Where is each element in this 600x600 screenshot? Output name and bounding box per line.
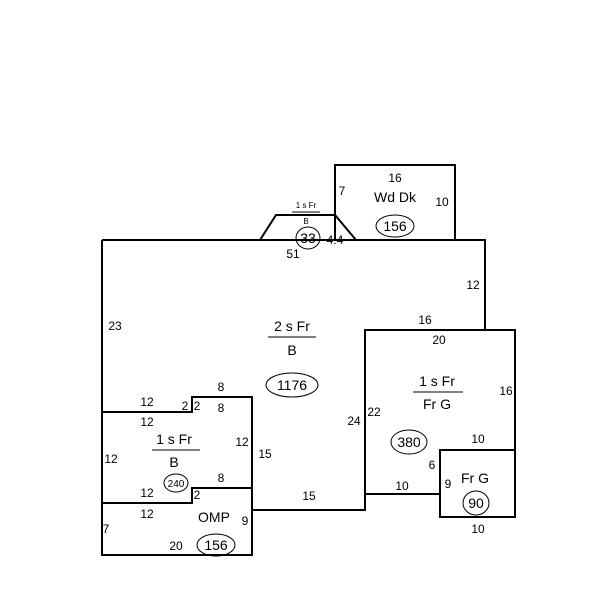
bay-label-bottom: B <box>303 217 308 226</box>
wing-label-bottom: B <box>169 454 178 470</box>
frame-garage-area-oval <box>462 490 490 516</box>
dim-wing-15: 15 <box>258 447 272 461</box>
garage-room-area: 380 <box>397 434 421 450</box>
dim-wing-12-left: 12 <box>104 452 118 466</box>
dim-wing-12-c: 12 <box>140 486 154 500</box>
dim-frg-10-bottom: 10 <box>471 522 485 536</box>
dim-step-8-a: 8 <box>218 380 225 394</box>
main-label-top: 2 s Fr <box>274 318 310 334</box>
wing-outline <box>102 396 253 510</box>
main-building-outline <box>101 239 516 556</box>
dim-mid-22: 22 <box>367 405 381 419</box>
dim-porch-9: 9 <box>242 514 249 528</box>
garage-room-area-oval <box>390 429 428 455</box>
dim-wing-2-b: 2 <box>194 399 201 413</box>
wood-deck-outline <box>334 164 456 240</box>
dim-mid-24: 24 <box>347 414 361 428</box>
frame-garage-outline <box>439 449 515 494</box>
porch-label: OMP <box>198 509 230 525</box>
bay-area: 33 <box>300 230 316 246</box>
dim-garage-16-right: 16 <box>499 384 513 398</box>
dim-wing-2-a: 2 <box>182 399 189 413</box>
wood-deck-label: Wd Dk <box>374 189 417 205</box>
main-label-bottom: B <box>287 342 296 358</box>
dim-wing-12-top: 12 <box>140 395 154 409</box>
porch-area: 156 <box>204 537 228 553</box>
dim-deck-left: 7 <box>339 184 346 198</box>
dim-wing-8-c: 8 <box>218 471 225 485</box>
dim-frg-9: 9 <box>445 477 452 491</box>
wing-label-top: 1 s Fr <box>156 431 192 447</box>
main-area-oval <box>265 372 319 398</box>
bay-outline <box>259 214 357 241</box>
garage-room-outline <box>364 329 485 494</box>
dim-step-8-b: 8 <box>218 401 225 415</box>
dim-porch-7: 7 <box>103 522 110 536</box>
dim-deck-right: 10 <box>435 195 449 209</box>
wood-deck-area: 156 <box>383 218 407 234</box>
frame-garage-area: 90 <box>468 495 484 511</box>
dim-right-12: 12 <box>466 278 480 292</box>
bay-area-oval <box>295 226 321 250</box>
garage-room-label-top: 1 s Fr <box>419 373 455 389</box>
frame-garage-label: Fr G <box>461 470 489 486</box>
garage-room-label-bottom: Fr G <box>423 396 451 412</box>
dim-frg-6: 6 <box>429 458 436 472</box>
dim-porch-12: 12 <box>140 507 154 521</box>
dim-left-23: 23 <box>108 319 122 333</box>
dim-top-51: 51 <box>286 247 300 261</box>
dim-wing-12-right: 12 <box>235 435 249 449</box>
bay-label-top: 1 s Fr <box>296 201 317 210</box>
dim-garage-16-top: 16 <box>418 313 432 327</box>
wing-area-oval <box>163 473 189 493</box>
dim-garage-20: 20 <box>432 333 446 347</box>
wood-deck-area-oval <box>375 214 415 238</box>
dim-bay-side: 4.4 <box>327 233 344 247</box>
dim-deck-top: 16 <box>388 171 402 185</box>
dim-porch-20: 20 <box>169 539 183 553</box>
dim-wing-2-c: 2 <box>194 488 201 502</box>
porch-area-oval <box>196 533 236 557</box>
main-area: 1176 <box>277 377 307 393</box>
dim-bottom-15: 15 <box>302 489 316 503</box>
dim-frg-10-left: 10 <box>395 479 409 493</box>
wing-lower-outline <box>102 487 252 504</box>
dim-wing-12-b: 12 <box>140 415 154 429</box>
dim-frg-10-top: 10 <box>471 432 485 446</box>
wing-area: 240 <box>168 479 185 490</box>
